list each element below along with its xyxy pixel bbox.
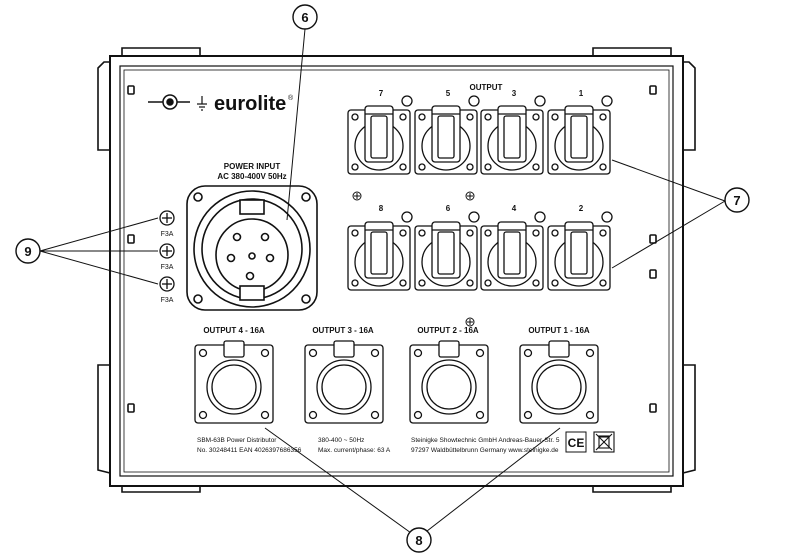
schuko-number-6: 6	[446, 204, 451, 213]
schuko-socket-8[interactable]	[347, 211, 413, 291]
maker-line-2: 97297 Waldbüttelbrunn Germany www.steini…	[411, 447, 559, 454]
callout-9: 9	[15, 238, 41, 264]
fuse-2-label: F3A	[161, 264, 174, 271]
schuko-number-7: 7	[379, 89, 384, 98]
cee-socket-output-3[interactable]	[304, 340, 384, 424]
schuko-socket-1[interactable]	[547, 95, 613, 175]
power-input-label: POWER INPUT	[224, 162, 281, 171]
fuse-3[interactable]	[159, 276, 175, 292]
power-input-rating: AC 380-400V 50Hz	[217, 172, 286, 181]
callout-lines	[39, 28, 726, 539]
ground-terminal-icon	[148, 94, 190, 110]
svg-text:9: 9	[24, 244, 31, 259]
power-input-socket	[186, 185, 318, 311]
ce-mark-icon: CE	[565, 431, 587, 453]
schuko-socket-5[interactable]	[414, 95, 480, 175]
output-4-label: OUTPUT 4 - 16A	[203, 326, 265, 335]
schuko-numbers-bottom: 8 6 4 2	[379, 204, 584, 213]
model-line-2: No. 30248411 EAN 4026397686356	[197, 447, 302, 454]
callout-7: 7	[724, 187, 750, 213]
model-line-1: SBM-63B Power Distributor	[197, 437, 277, 444]
svg-text:8: 8	[415, 533, 422, 548]
brand-logo: eurolite	[214, 93, 286, 115]
schuko-socket-2[interactable]	[547, 211, 613, 291]
schuko-number-1: 1	[579, 89, 584, 98]
fuse-3-label: F3A	[161, 297, 174, 304]
schuko-number-4: 4	[512, 204, 517, 213]
schuko-socket-4[interactable]	[480, 211, 546, 291]
cee-socket-output-4[interactable]	[194, 340, 274, 424]
cee-socket-output-2[interactable]	[409, 340, 489, 424]
cee-sockets	[194, 340, 599, 424]
svg-text:7: 7	[733, 193, 740, 208]
weee-bin-icon	[593, 431, 615, 453]
output-2-label: OUTPUT 2 - 16A	[417, 326, 479, 335]
spec-line-1: 380-400 ~ 50Hz	[318, 437, 364, 444]
fuse-group: F3A F3A F3A	[159, 210, 175, 304]
maker-line-1: Steinigke Showtechnic GmbH Andreas-Bauer…	[411, 437, 560, 444]
fuse-2[interactable]	[159, 243, 175, 259]
cee-socket-output-1[interactable]	[519, 340, 599, 424]
callout-8: 8	[406, 527, 432, 553]
schuko-socket-3[interactable]	[480, 95, 546, 175]
registered-mark: ®	[288, 94, 294, 102]
schuko-number-8: 8	[379, 204, 384, 213]
svg-text:6: 6	[301, 10, 308, 25]
output-header: OUTPUT	[470, 83, 503, 92]
callout-6: 6	[292, 4, 318, 30]
spec-line-2: Max. current/phase: 63 A	[318, 447, 391, 454]
fuse-1[interactable]	[159, 210, 175, 226]
schuko-socket-7[interactable]	[347, 95, 413, 175]
output-3-label: OUTPUT 3 - 16A	[312, 326, 374, 335]
output-1-label: OUTPUT 1 - 16A	[528, 326, 590, 335]
schuko-number-3: 3	[512, 89, 517, 98]
schuko-socket-6[interactable]	[414, 211, 480, 291]
schuko-sockets	[347, 95, 613, 291]
ce-mark: CE	[568, 436, 585, 450]
fuse-1-label: F3A	[161, 231, 174, 238]
cee-labels: OUTPUT 4 - 16A OUTPUT 3 - 16A OUTPUT 2 -…	[203, 326, 590, 335]
schuko-number-5: 5	[446, 89, 451, 98]
breaker-screws	[352, 191, 475, 327]
rating-plate: SBM-63B Power Distributor No. 30248411 E…	[197, 437, 560, 454]
schuko-number-2: 2	[579, 204, 584, 213]
earth-symbol-icon	[197, 96, 207, 111]
schuko-numbers-top: 7 5 3 1	[379, 89, 584, 98]
